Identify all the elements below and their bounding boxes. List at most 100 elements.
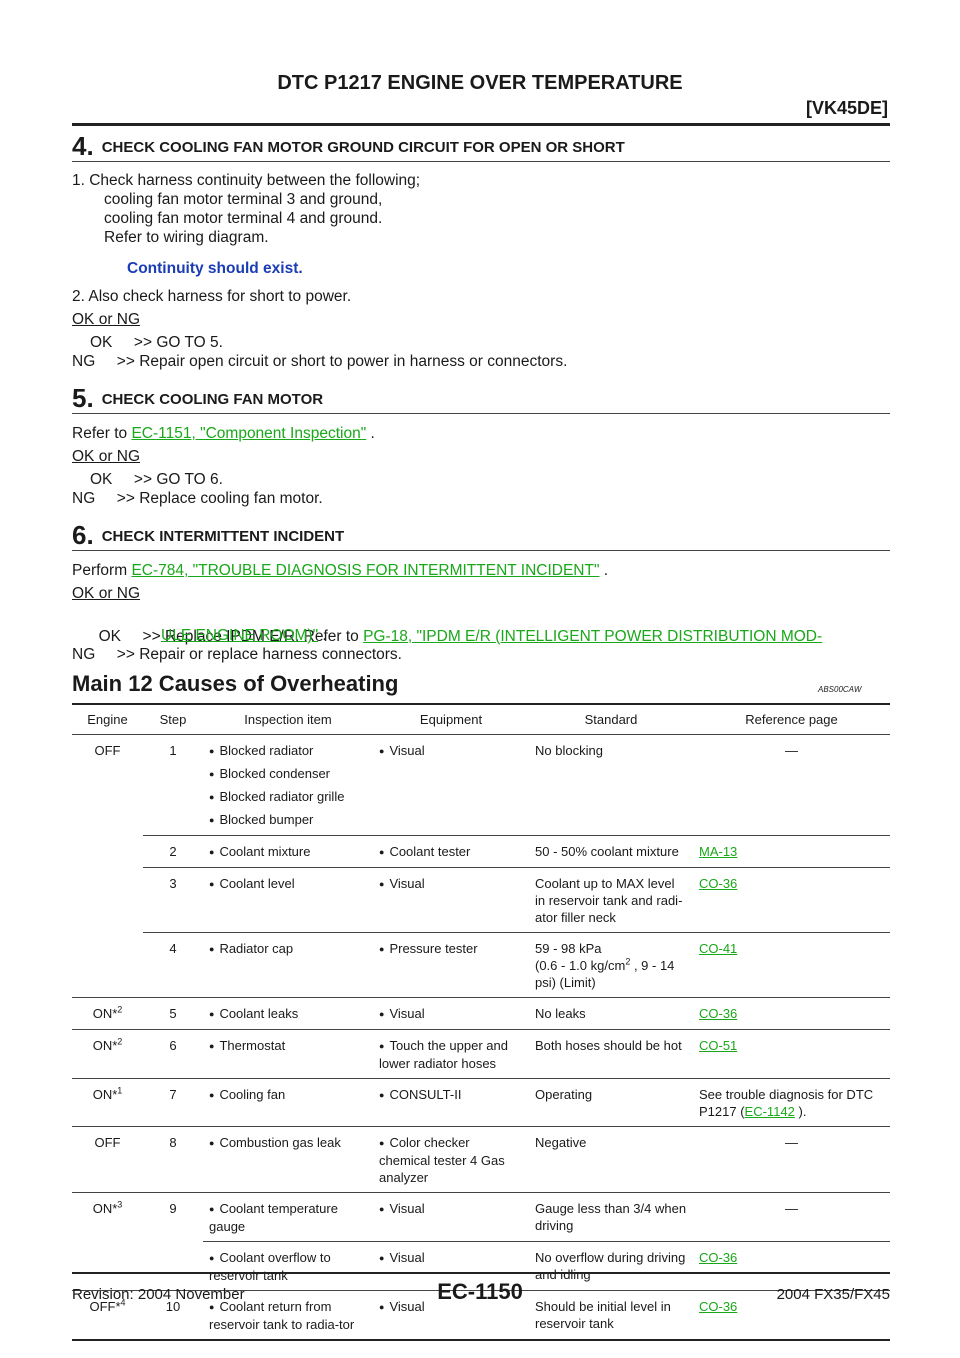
col-header: Engine	[72, 703, 143, 735]
step-cell: 10	[143, 1290, 203, 1341]
engine-cell: OFF	[72, 1126, 143, 1193]
step-4-line-3: cooling fan motor terminal 4 and ground.	[104, 210, 383, 227]
step-cell: 5	[143, 997, 203, 1030]
equipment-cell: Visual	[373, 867, 529, 933]
table-row: Coolant overflow to reservoir tank Visua…	[72, 1241, 890, 1291]
equipment-cell: Color checker chemical tester 4 Gas anal…	[373, 1126, 529, 1193]
reference-cell: —	[693, 734, 890, 836]
revision-date: Revision: 2004 November	[72, 1286, 245, 1303]
standard-cell: 50 - 50% coolant mixture	[529, 835, 693, 868]
standard-cell: No overflow during driving and idling	[529, 1241, 693, 1291]
standard-cell: 59 - 98 kPa (0.6 - 1.0 kg/cm2 , 9 - 14 p…	[529, 932, 693, 998]
header-rule	[72, 123, 890, 126]
equipment-cell: Visual	[373, 1241, 529, 1291]
step-6-ok-cont: ULE ENGINE ROOM)" .	[161, 627, 327, 644]
step-6-rule	[72, 550, 890, 551]
engine-cell: OFF*4	[72, 1290, 143, 1341]
step-4-line-4: Refer to wiring diagram.	[104, 229, 269, 246]
step-cell: 6	[143, 1029, 203, 1079]
col-header: Reference page	[693, 703, 890, 735]
step-cell: 4	[143, 932, 203, 998]
engine-cell: ON*2	[72, 997, 143, 1030]
reference-cell: See trouble diagnosis for DTC P1217 (EC-…	[693, 1078, 890, 1127]
standard-cell: No blocking	[529, 734, 693, 836]
table-row: 2 Coolant mixture Coolant tester 50 - 50…	[72, 835, 890, 868]
inspection-cell: Coolant overflow to reservoir tank	[203, 1241, 373, 1291]
step-5-ok: OK >> GO TO 6.	[90, 471, 223, 488]
section-code: ABS00CAW	[818, 685, 862, 694]
equipment-cell: CONSULT-II	[373, 1078, 529, 1127]
step-6-ng: NG >> Repair or replace harness connecto…	[72, 646, 402, 663]
engine-cell: ON*3	[72, 1192, 143, 1291]
step-4-okng: OK or NG	[72, 311, 141, 328]
equipment-cell: Visual	[373, 1290, 529, 1341]
step-cell: 8	[143, 1126, 203, 1193]
page-title: DTC P1217 ENGINE OVER TEMPERATURE	[277, 72, 683, 94]
equipment-cell: Visual	[373, 734, 529, 836]
step-6-ok: OK >> Replace IPDM E/R. Refer to PG-18, …	[98, 627, 823, 645]
table-header-row: Engine Step Inspection item Equipment St…	[72, 703, 890, 735]
co-36-link[interactable]: CO-36	[699, 1006, 738, 1021]
step-6-okng: OK or NG	[72, 585, 141, 602]
inspection-cell: Combustion gas leak	[203, 1126, 373, 1193]
co-41-link[interactable]: CO-41	[699, 941, 738, 956]
standard-cell: Operating	[529, 1078, 693, 1127]
step-4-line-2: cooling fan motor terminal 3 and ground,	[104, 191, 383, 208]
ipdm-er-link[interactable]: PG-18, "IPDM E/R (INTELLIGENT POWER DIST…	[363, 627, 823, 645]
inspection-cell: Radiator cap	[203, 932, 373, 998]
inspection-cell: Coolant temperature gauge	[203, 1192, 373, 1242]
standard-cell: Gauge less than 3/4 when driving	[529, 1192, 693, 1242]
table-row: 3 Coolant level Visual Coolant up to MAX…	[72, 867, 890, 933]
reference-cell: CO-36	[693, 1241, 890, 1291]
inspection-cell: Coolant return from reservoir tank to ra…	[203, 1290, 373, 1341]
inspection-cell: Coolant mixture	[203, 835, 373, 868]
ipdm-er-link-cont[interactable]: ULE ENGINE ROOM)"	[161, 627, 319, 644]
step-cell: 1	[143, 734, 203, 836]
standard-cell: Should be initial level in reservoir tan…	[529, 1290, 693, 1341]
section-title: Main 12 Causes of Overheating	[72, 671, 399, 696]
co-51-link[interactable]: CO-51	[699, 1038, 738, 1053]
inspection-cell: Cooling fan	[203, 1078, 373, 1127]
equipment-cell: Visual	[373, 1192, 529, 1242]
step-5-ng: NG >> Replace cooling fan motor.	[72, 490, 323, 507]
component-inspection-link[interactable]: EC-1151, "Component Inspection"	[131, 425, 367, 442]
step-4-heading: 4.CHECK COOLING FAN MOTOR GROUND CIRCUIT…	[72, 131, 625, 161]
ma-13-link[interactable]: MA-13	[699, 844, 738, 859]
table-row: OFF 1 Blocked radiator Blocked condenser…	[72, 734, 890, 998]
step-6-heading: 6.CHECK INTERMITTENT INCIDENT	[72, 520, 345, 550]
engine-cell: ON*1	[72, 1078, 143, 1127]
reference-cell: CO-36	[693, 1290, 890, 1341]
equipment-cell: Touch the upper and lower radiator hoses	[373, 1029, 529, 1079]
col-header: Standard	[529, 703, 693, 735]
vehicle-model: 2004 FX35/FX45	[776, 1286, 890, 1303]
table-row: OFF*4 10 Coolant return from reservoir t…	[72, 1290, 890, 1341]
reference-cell: CO-36	[693, 997, 890, 1030]
overheating-causes-table: Engine Step Inspection item Equipment St…	[72, 703, 890, 1341]
co-36-link[interactable]: CO-36	[699, 1250, 738, 1265]
step-cell: 7	[143, 1078, 203, 1127]
co-36-link[interactable]: CO-36	[699, 1299, 738, 1314]
reference-cell: —	[693, 1192, 890, 1242]
standard-cell: Negative	[529, 1126, 693, 1193]
standard-cell: Both hoses should be hot	[529, 1029, 693, 1079]
step-4-spec: Continuity should exist.	[127, 260, 303, 277]
reference-cell: CO-51	[693, 1029, 890, 1079]
equipment-cell: Coolant tester	[373, 835, 529, 868]
engine-model-tag: [VK45DE]	[805, 98, 888, 118]
standard-cell: Coolant up to MAX level in reservoir tan…	[529, 867, 693, 933]
table-row: ON*1 7 Cooling fan CONSULT-II Operating …	[72, 1078, 890, 1127]
standard-cell: No leaks	[529, 997, 693, 1030]
col-header: Equipment	[373, 703, 529, 735]
co-36-link[interactable]: CO-36	[699, 876, 738, 891]
inspection-cell: Coolant leaks	[203, 997, 373, 1030]
ec-1142-link[interactable]: EC-1142	[744, 1104, 795, 1119]
intermittent-incident-link[interactable]: EC-784, "TROUBLE DIAGNOSIS FOR INTERMITT…	[131, 562, 600, 579]
inspection-cell: Coolant level	[203, 867, 373, 933]
table-row: ON*3 9 Coolant temperature gauge Visual …	[72, 1192, 890, 1291]
col-header: Inspection item	[203, 703, 373, 735]
equipment-cell: Pressure tester	[373, 932, 529, 998]
inspection-cell: Blocked radiator Blocked condenser Block…	[203, 734, 373, 836]
step-5-heading: 5.CHECK COOLING FAN MOTOR	[72, 383, 324, 413]
equipment-cell: Visual	[373, 997, 529, 1030]
table-row: ON*2 6 Thermostat Touch the upper and lo…	[72, 1029, 890, 1079]
